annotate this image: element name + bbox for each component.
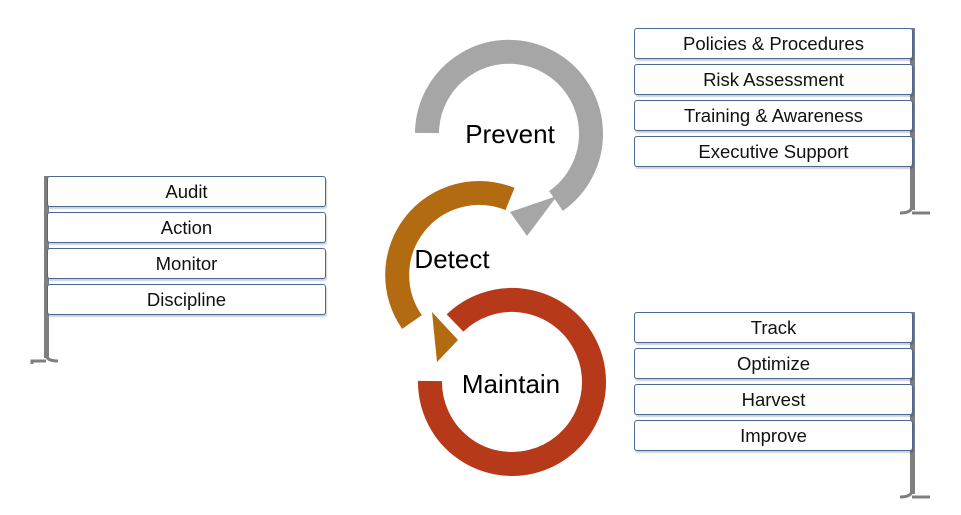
detect-panel: Audit Action Monitor Discipline [30, 176, 330, 368]
maintain-item: Optimize [634, 348, 913, 379]
detect-arrow [385, 181, 515, 362]
prevent-panel-foot [899, 205, 930, 215]
maintain-panel: Track Optimize Harvest Improve [634, 312, 934, 504]
prevent-arrow [415, 39, 603, 236]
detect-item: Action [47, 212, 326, 243]
prevent-item: Training & Awareness [634, 100, 913, 131]
detect-panel-pole [44, 176, 49, 358]
maintain-item: Track [634, 312, 913, 343]
detect-panel-foot [30, 353, 59, 364]
maintain-panel-foot [899, 489, 930, 499]
prevent-panel: Policies & Procedures Risk Assessment Tr… [634, 28, 934, 220]
prevent-label: Prevent [465, 119, 555, 149]
maintain-label: Maintain [462, 369, 560, 399]
detect-item: Discipline [47, 284, 326, 315]
detect-item: Monitor [47, 248, 326, 279]
detect-item: Audit [47, 176, 326, 207]
detect-label: Detect [414, 244, 490, 274]
prevent-item: Risk Assessment [634, 64, 913, 95]
prevent-item: Executive Support [634, 136, 913, 167]
maintain-item: Harvest [634, 384, 913, 415]
maintain-arrow [417, 288, 606, 476]
maintain-item: Improve [634, 420, 913, 451]
prevent-item: Policies & Procedures [634, 28, 913, 59]
